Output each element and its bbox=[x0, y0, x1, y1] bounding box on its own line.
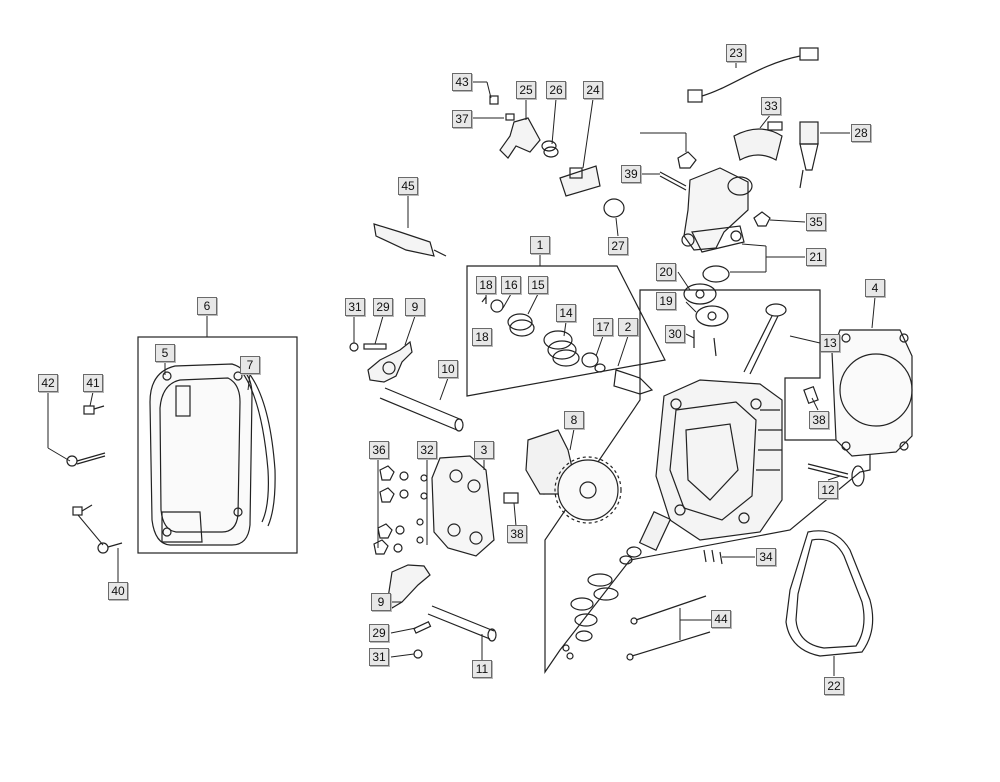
camshaft-sprocket bbox=[525, 429, 622, 524]
sensor-28 bbox=[799, 121, 819, 189]
callout-16: 16 bbox=[501, 276, 521, 294]
rocker-arm-upper bbox=[367, 340, 413, 383]
gasket-20 bbox=[683, 283, 717, 305]
callout-38a: 38 bbox=[809, 411, 829, 429]
callout-43: 43 bbox=[452, 73, 472, 91]
valve-cover bbox=[149, 363, 276, 546]
callout-32: 32 bbox=[417, 441, 437, 459]
callout-36: 36 bbox=[369, 441, 389, 459]
spring-39 bbox=[659, 171, 687, 191]
bolt-42 bbox=[66, 452, 106, 467]
cylinder-head bbox=[655, 379, 783, 541]
screw-43 bbox=[489, 95, 499, 105]
callout-20: 20 bbox=[656, 263, 676, 281]
valve-springs-lower bbox=[562, 510, 672, 660]
callout-17: 17 bbox=[593, 318, 613, 336]
head-gasket-4 bbox=[831, 329, 913, 457]
callout-33: 33 bbox=[761, 97, 781, 115]
callout-2: 2 bbox=[618, 318, 638, 336]
rocker-shaft-11 bbox=[427, 605, 497, 642]
callout-39: 39 bbox=[621, 165, 641, 183]
callout-31a: 31 bbox=[345, 298, 365, 316]
rocker-shaft-10 bbox=[379, 387, 464, 432]
callout-37: 37 bbox=[452, 110, 472, 128]
nut-top bbox=[677, 151, 697, 169]
valve-13 bbox=[743, 303, 787, 375]
callout-45: 45 bbox=[398, 177, 418, 195]
callout-44: 44 bbox=[711, 610, 731, 628]
callout-5: 5 bbox=[155, 344, 175, 362]
callout-29a: 29 bbox=[373, 298, 393, 316]
bolt-40 bbox=[72, 504, 123, 554]
callout-6: 6 bbox=[197, 297, 217, 315]
gasket-21 bbox=[702, 265, 730, 283]
callout-28: 28 bbox=[851, 124, 871, 142]
callout-30: 30 bbox=[665, 325, 685, 343]
callout-1: 1 bbox=[530, 236, 550, 254]
valve-12 bbox=[807, 463, 865, 487]
bolt-41 bbox=[83, 405, 105, 415]
spark-plug-45 bbox=[373, 223, 447, 257]
callout-9a: 9 bbox=[405, 298, 425, 316]
callout-27: 27 bbox=[608, 237, 628, 255]
nuts-36 bbox=[373, 465, 395, 555]
studs-30 bbox=[693, 330, 717, 357]
pin-29-lower bbox=[413, 621, 432, 634]
clips-34 bbox=[703, 549, 723, 565]
callout-35: 35 bbox=[806, 213, 826, 231]
callout-42: 42 bbox=[38, 374, 58, 392]
callout-15: 15 bbox=[528, 276, 548, 294]
callout-31b: 31 bbox=[369, 648, 389, 666]
callout-21: 21 bbox=[806, 248, 826, 266]
callout-4: 4 bbox=[865, 279, 885, 297]
clip-31-lower bbox=[413, 649, 423, 659]
callout-11: 11 bbox=[472, 660, 492, 678]
callout-25: 25 bbox=[516, 81, 536, 99]
rocker-holder bbox=[431, 455, 495, 557]
gasket-19 bbox=[695, 305, 729, 327]
callout-14: 14 bbox=[556, 304, 576, 322]
spring-26 bbox=[541, 140, 559, 158]
pin-37 bbox=[505, 113, 515, 121]
leader-lines bbox=[47, 62, 876, 676]
callout-8: 8 bbox=[564, 411, 584, 429]
valve-cover-group-frame bbox=[137, 336, 298, 554]
clip-31-upper bbox=[349, 342, 359, 352]
nut-35 bbox=[753, 211, 771, 227]
callout-34: 34 bbox=[756, 548, 776, 566]
callout-19: 19 bbox=[656, 292, 676, 310]
washers-32 bbox=[393, 471, 428, 553]
valve-train-group-frame bbox=[466, 265, 666, 397]
callout-22: 22 bbox=[824, 677, 844, 695]
callout-18b: 18 bbox=[472, 328, 492, 346]
clamp-33 bbox=[733, 121, 783, 161]
callout-38b: 38 bbox=[507, 525, 527, 543]
callout-10: 10 bbox=[438, 360, 458, 378]
dowel-38-upper bbox=[803, 385, 819, 405]
callout-3: 3 bbox=[474, 441, 494, 459]
pin-29-upper bbox=[363, 343, 387, 350]
studs-44 bbox=[626, 595, 711, 661]
callout-7: 7 bbox=[240, 356, 260, 374]
callout-18a: 18 bbox=[476, 276, 496, 294]
callout-40: 40 bbox=[108, 582, 128, 600]
callout-23: 23 bbox=[726, 44, 746, 62]
intake-manifold bbox=[681, 167, 753, 253]
cover-gasket-22 bbox=[785, 530, 874, 657]
callout-29b: 29 bbox=[369, 624, 389, 642]
callout-12: 12 bbox=[818, 481, 838, 499]
injector-24 bbox=[559, 165, 601, 197]
harness-23 bbox=[687, 47, 819, 103]
cylinder-head-group-frame bbox=[544, 289, 871, 674]
fitting-25 bbox=[499, 117, 541, 159]
callout-9b: 9 bbox=[371, 593, 391, 611]
callout-41: 41 bbox=[83, 374, 103, 392]
callout-26: 26 bbox=[546, 81, 566, 99]
oring-27 bbox=[603, 198, 625, 218]
callout-13: 13 bbox=[820, 334, 840, 352]
callout-24: 24 bbox=[583, 81, 603, 99]
valve-springs-upper bbox=[481, 295, 654, 395]
